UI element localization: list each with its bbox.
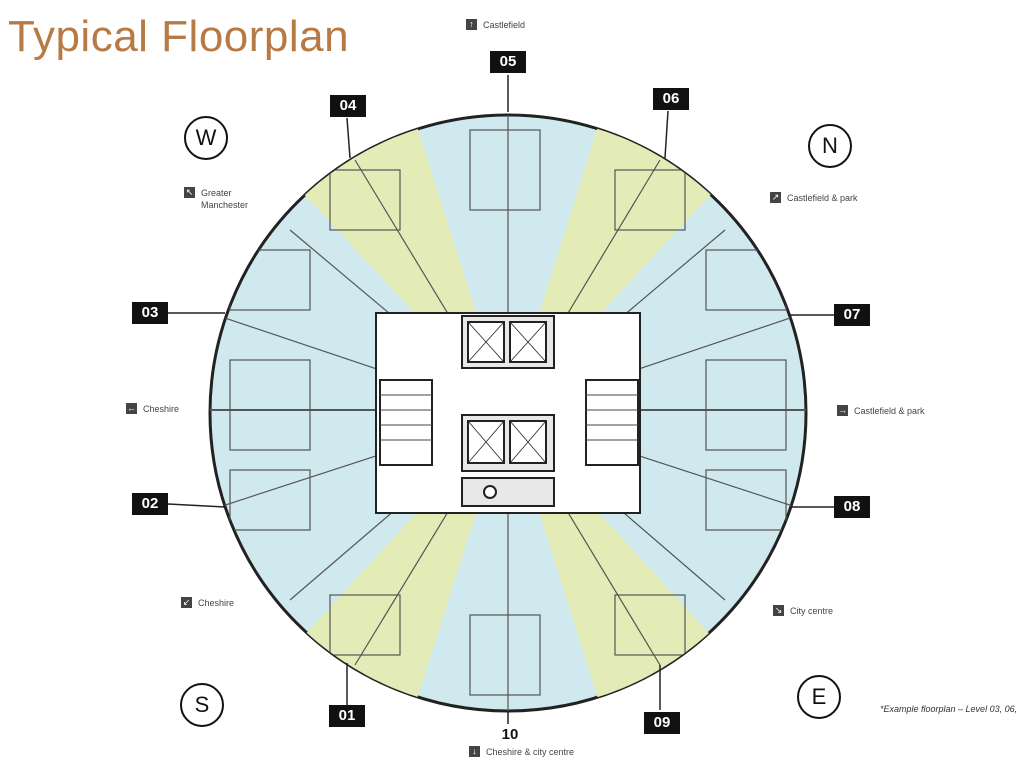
unit-label-09: 09 (644, 712, 680, 734)
unit-label-10: 10 (492, 724, 528, 746)
unit-label-03: 03 (132, 302, 168, 324)
arrow-down-left-icon: ↙ (181, 597, 192, 608)
stair-east (585, 379, 639, 466)
arrow-up-left-icon: ↖ (184, 187, 195, 198)
unit-label-02: 02 (132, 493, 168, 515)
arrow-down-right-icon: ↘ (773, 605, 784, 616)
unit-label-07: 07 (834, 304, 870, 326)
arrow-down-icon: ↓ (469, 746, 480, 757)
arrow-right-icon: → (837, 405, 848, 416)
direction-cheshire-city-centre: ↓ Cheshire & city centre (469, 746, 574, 758)
unit-label-04: 04 (330, 95, 366, 117)
direction-label: City centre (790, 606, 834, 616)
unit-label-06: 06 (653, 88, 689, 110)
direction-label: Castlefield & park (854, 406, 925, 416)
unit-label-08: 08 (834, 496, 870, 518)
direction-label: Castlefield (483, 20, 526, 30)
arrow-up-icon: ↑ (466, 19, 477, 30)
direction-cheshire-sw: ↙ Cheshire (181, 597, 234, 609)
compass-east: E (797, 675, 841, 719)
direction-label: Cheshire & city centre (486, 747, 575, 757)
page-title: Typical Floorplan (8, 12, 350, 61)
compass-south: S (180, 683, 224, 727)
compass-west: W (184, 116, 228, 160)
direction-label: Greater Manchester (201, 188, 249, 210)
unit-label-01: 01 (329, 705, 365, 727)
lifts-south (461, 414, 555, 507)
example-floorplan-note: *Example floorplan – Level 03, 06, (880, 704, 1018, 714)
direction-cheshire-west: ← Cheshire (126, 403, 179, 415)
arrow-up-right-icon: ↗ (770, 192, 781, 203)
stair-west (379, 379, 433, 466)
arrow-left-icon: ← (126, 403, 137, 414)
unit-label-05: 05 (490, 51, 526, 73)
direction-label: Cheshire (143, 404, 180, 414)
direction-label: Cheshire (198, 598, 235, 608)
direction-castlefield-park-ne: ↗ Castlefield & park (770, 192, 858, 204)
direction-castlefield-top: ↑ Castlefield (466, 19, 525, 31)
direction-greater-manchester: ↖ Greater Manchester (184, 187, 248, 211)
lifts-north (461, 315, 555, 369)
direction-city-centre: ↘ City centre (773, 605, 833, 617)
direction-castlefield-park-east: → Castlefield & park (837, 405, 925, 417)
direction-label: Castlefield & park (787, 193, 858, 203)
compass-north: N (808, 124, 852, 168)
